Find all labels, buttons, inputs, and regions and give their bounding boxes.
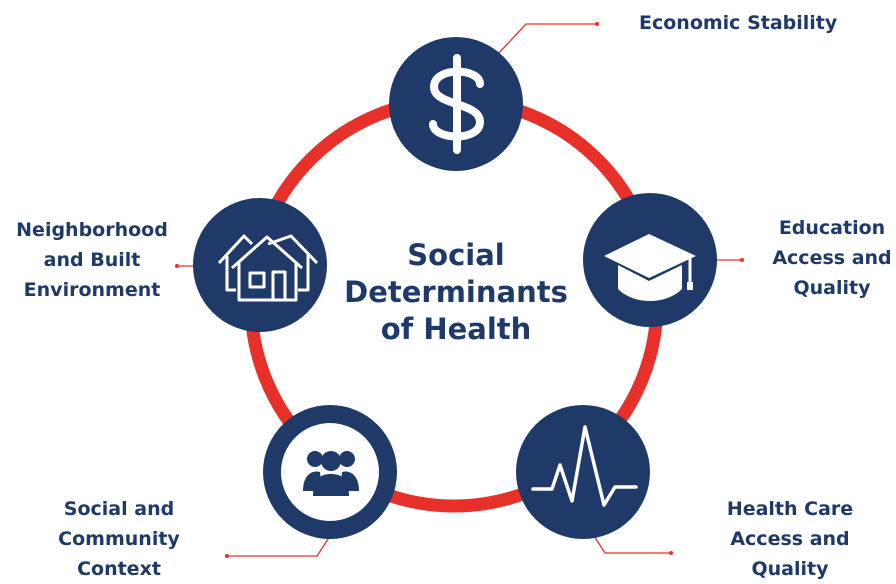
heartbeat-icon (531, 425, 638, 507)
node-neighborhood (193, 198, 327, 332)
leader-lines (175, 22, 744, 558)
label-healthcare-line-3: Quality (751, 558, 829, 580)
label-community-line-2: Community (58, 528, 180, 550)
title-line-2: Determinants (344, 275, 568, 309)
label-economic: Economic Stability (639, 8, 837, 38)
leader-dot-education (740, 258, 744, 262)
label-education-line-3: Quality (793, 277, 871, 299)
node-healthcare (516, 405, 650, 539)
leader-community (228, 535, 331, 557)
label-community-line-3: Context (77, 558, 161, 580)
label-education: Education Access and Quality (768, 213, 896, 303)
leader-healthcare (593, 535, 671, 554)
label-neighborhood: Neighborhood and Built Environment (4, 215, 180, 305)
houses-icon (217, 234, 319, 302)
label-education-line-2: Access and (772, 247, 892, 269)
leader-economic (497, 23, 596, 55)
node-community (263, 405, 397, 539)
title-line-3: of Health (380, 312, 532, 346)
label-healthcare-line-2: Access and (730, 528, 850, 550)
label-neighborhood-line-1: Neighborhood (16, 219, 168, 241)
label-neighborhood-line-2: and Built (43, 249, 141, 271)
leader-dot-neighborhood (175, 264, 179, 268)
title-line-1: Social (407, 238, 505, 272)
label-education-line-1: Education (778, 217, 886, 239)
label-neighborhood-line-3: Environment (23, 279, 161, 301)
diagram-title: Social Determinants of Health (340, 237, 572, 348)
leader-dot-economic (595, 22, 599, 26)
label-community: Social and Community Context (46, 494, 192, 584)
node-economic (389, 37, 523, 171)
people-group-icon (303, 451, 359, 496)
label-community-line-1: Social and (63, 498, 175, 520)
label-healthcare: Health Care Access and Quality (717, 494, 863, 584)
leader-dot-healthcare (669, 551, 673, 555)
node-education (583, 193, 717, 327)
leader-dot-community (225, 554, 229, 558)
graduation-cap-icon (604, 234, 696, 301)
label-healthcare-line-1: Health Care (726, 498, 854, 520)
label-economic-line-1: Economic Stability (639, 12, 838, 34)
dollar-icon (429, 54, 485, 154)
